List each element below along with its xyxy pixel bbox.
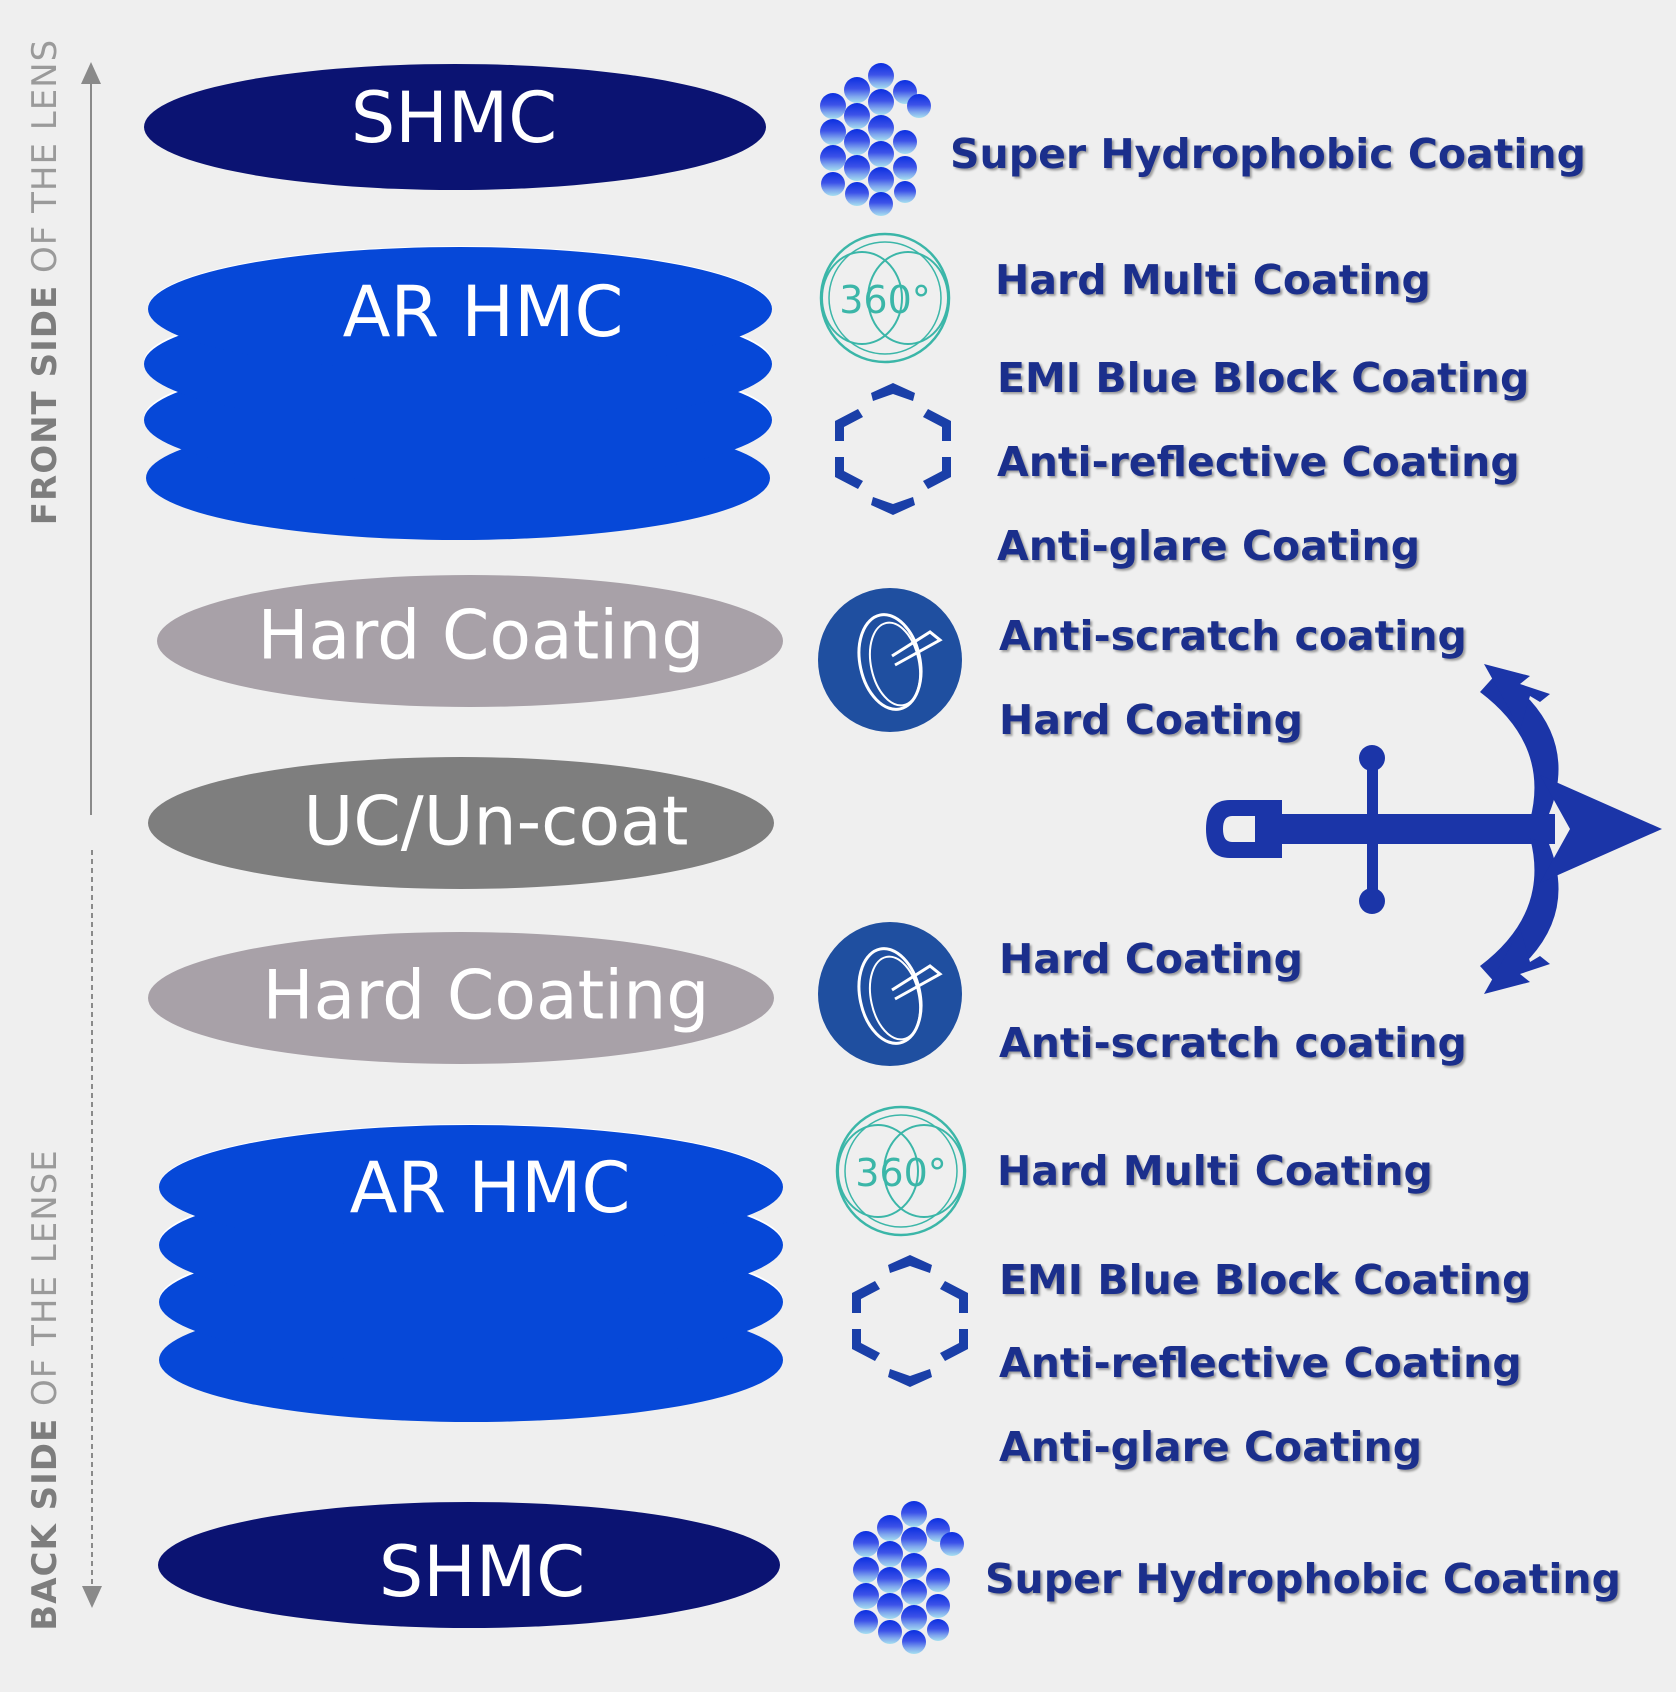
coating-text-top-5: Anti-glare Coating [997,522,1421,570]
layer-ar-hmc-top-disc-1 [148,247,772,371]
coating-text-top-7: Hard Coating [999,696,1303,744]
hexagon-shield-icon [852,1255,968,1387]
hexagon-shield-icon [835,383,951,515]
layer-label-hard-coating-bottom: Hard Coating [262,956,710,1036]
coating-text-bottom-1: Hard Coating [999,935,1303,983]
coating-text-bottom-6: Anti-glare Coating [999,1423,1423,1471]
layer-label-ar-hmc-bottom: AR HMC [349,1147,631,1229]
coating-text-bottom-3: Hard Multi Coating [997,1147,1433,1195]
hydrophobic-dots-icon [820,63,931,216]
layer-hard-coating-bottom-disc [148,932,774,1064]
layer-label-shmc-bottom: SHMC [378,1531,586,1613]
layer-label-uncoat: UC/Un-coat [303,782,689,862]
coating-text-top-2: Hard Multi Coating [995,256,1431,304]
layer-shmc-top-disc [144,64,766,190]
hydrophobic-dots-icon [853,1501,964,1654]
anchor-icon [1206,664,1662,994]
coating-text-bottom-4: EMI Blue Block Coating [999,1256,1532,1304]
layer-uncoat-disc [148,757,774,889]
coating-text-bottom-2: Anti-scratch coating [999,1019,1467,1067]
coating-text-top-1: Super Hydrophobic Coating [950,130,1586,178]
coating-text-top-3: EMI Blue Block Coating [997,354,1530,402]
360-icon [835,1105,967,1237]
layer-label-shmc-top: SHMC [350,77,558,159]
360-icon-text-top: 360° [839,278,931,322]
coating-text-bottom-5: Anti-reflective Coating [999,1339,1522,1387]
layer-label-hard-coating-top: Hard Coating [257,596,705,676]
coating-text-top-4: Anti-reflective Coating [997,438,1520,486]
scratch-lens-icon [818,588,962,732]
layer-hard-coating-top-disc [157,575,783,707]
layer-ar-hmc-bottom-disc-1 [159,1125,783,1249]
360-icon [819,232,951,364]
coating-text-bottom-7: Super Hydrophobic Coating [985,1555,1621,1603]
scratch-lens-icon [818,922,962,1066]
360-icon-text-bottom: 360° [855,1151,947,1195]
layer-shmc-bottom-disc [158,1502,780,1628]
coating-text-top-6: Anti-scratch coating [999,612,1467,660]
layer-label-ar-hmc-top: AR HMC [342,271,624,353]
